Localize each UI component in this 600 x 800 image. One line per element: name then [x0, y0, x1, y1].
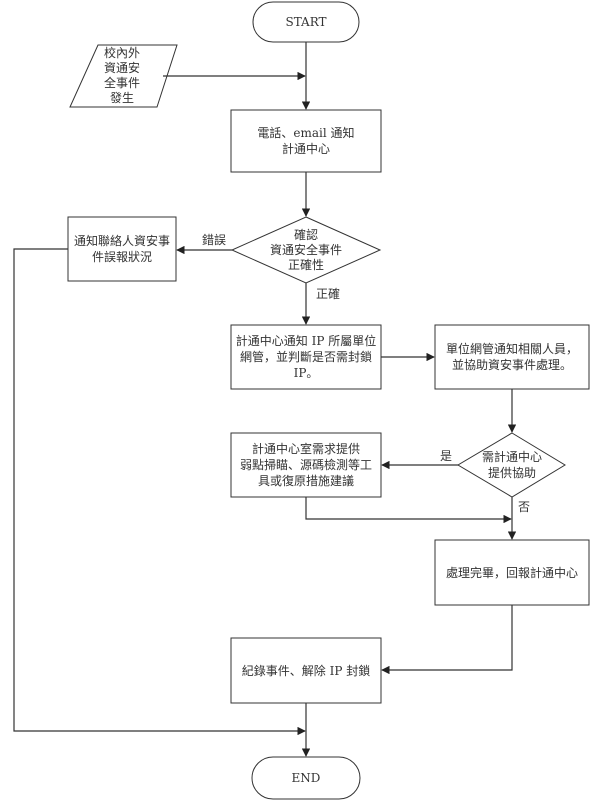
- edge-label-no: 否: [518, 500, 531, 514]
- edge-tools-to-done: [305, 497, 512, 524]
- edge-done-to-record: [381, 605, 513, 675]
- center-provide-tools-box: [230, 432, 382, 498]
- record-unblock-box: [230, 637, 382, 704]
- need-help-decision-diamond: [457, 432, 566, 498]
- edge-label-wrong: 錯誤: [202, 233, 227, 247]
- end-terminator: [251, 756, 361, 800]
- edge-label-correct: 正確: [316, 287, 341, 301]
- false-report-box: [67, 216, 177, 282]
- done-report-box: [434, 539, 590, 606]
- notify-center-box: [230, 109, 382, 173]
- start-terminator: [252, 1, 360, 43]
- center-notify-ip-box: [230, 324, 382, 390]
- edge-false-to-end: [13, 248, 306, 736]
- confirm-decision-diamond: [230, 216, 382, 284]
- incident-input-parallelogram: [69, 44, 178, 108]
- edge-label-yes: 是: [440, 449, 453, 463]
- unit-admin-notify-box: [434, 324, 590, 390]
